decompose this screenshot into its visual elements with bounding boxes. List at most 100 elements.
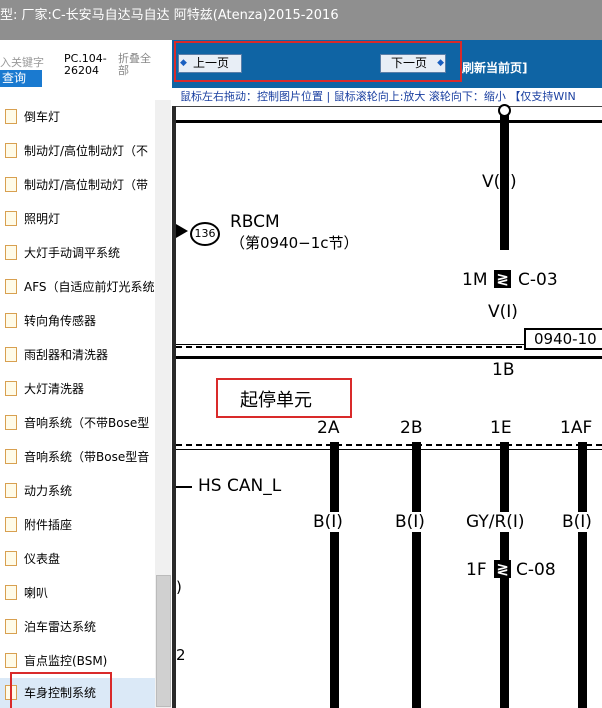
- label-1e: 1E: [490, 418, 512, 438]
- wire-1af: [578, 442, 587, 708]
- tree-item-label: 附件插座: [24, 518, 73, 532]
- label-unit: 起停单元: [240, 390, 312, 411]
- tree-item-label: 喇叭: [24, 586, 49, 600]
- sidebar-scrollbar[interactable]: [155, 100, 171, 708]
- selection-highlight-frame: [10, 672, 112, 708]
- tree-item-wiper-washer[interactable]: 雨刮器和清洗器: [0, 340, 155, 370]
- label-c08: C-08: [516, 560, 556, 580]
- next-page-label: 下一页: [391, 56, 428, 70]
- arrow-right-icon: ◆: [437, 58, 444, 68]
- tree-item-horn[interactable]: 喇叭: [0, 578, 155, 608]
- next-page-button[interactable]: 下一页 ◆: [380, 54, 446, 73]
- tree-item-afs[interactable]: AFS（自适应前灯光系统: [0, 272, 155, 302]
- prev-page-label: 上一页: [193, 56, 230, 70]
- tree-item-headlight-washer[interactable]: 大灯清洗器: [0, 374, 155, 404]
- diagram-left-edge: [172, 106, 176, 708]
- tree-item-lighting[interactable]: 照明灯: [0, 204, 155, 234]
- dashed-line-upper: [176, 344, 602, 345]
- wiring-diagram[interactable]: V(F) 136 RBCM （第0940−1c节） 1M ≷ C-03 V(I)…: [176, 104, 602, 708]
- dashed-line-upper-2: [176, 346, 602, 348]
- label-2a: 2A: [317, 418, 340, 438]
- document-icon: [5, 415, 17, 430]
- tree-item-audio-no-bose[interactable]: 音响系统（不带Bose型: [0, 408, 155, 438]
- label-wire-b3: B(I): [562, 512, 592, 532]
- connector-136-icon: 136: [190, 222, 220, 246]
- label-vf: V(F): [482, 172, 517, 192]
- tree-item-label: 雨刮器和清洗器: [24, 348, 109, 362]
- tree-item-label: 大灯清洗器: [24, 382, 85, 396]
- tree-item-brake-light-1[interactable]: 制动灯/高位制动灯（不: [0, 136, 155, 166]
- tree-item-audio-bose[interactable]: 音响系统（带Bose型音: [0, 442, 155, 472]
- label-wire-b2: B(I): [395, 512, 425, 532]
- label-1m: 1M: [462, 270, 488, 290]
- tree-item-instrument-panel[interactable]: 仪表盘: [0, 544, 155, 574]
- wire-1b-upper: [500, 106, 509, 250]
- tree-item-powertrain[interactable]: 动力系统: [0, 476, 155, 506]
- wire-2a: [330, 442, 339, 708]
- collapse-all-button[interactable]: 折叠全部: [118, 52, 151, 77]
- arrow-left-icon: ◆: [180, 58, 187, 68]
- tree-item-headlight-leveling[interactable]: 大灯手动调平系统: [0, 238, 155, 268]
- search-button[interactable]: 查询: [0, 70, 42, 87]
- prev-page-button[interactable]: ◆ 上一页: [178, 54, 242, 73]
- document-icon: [5, 483, 17, 498]
- document-icon: [5, 211, 17, 226]
- can-wire-stub: [176, 486, 192, 488]
- document-icon: [5, 449, 17, 464]
- document-icon: [5, 381, 17, 396]
- label-2b: 2B: [400, 418, 423, 438]
- label-ref-box: 0940-10: [524, 328, 602, 350]
- search-input[interactable]: 入关键字: [0, 56, 44, 69]
- window-title: 型: 厂家:C-长安马自达马自达 阿特兹(Atenza)2015-2016: [0, 8, 339, 23]
- label-wire-gyr: GY/R(I): [466, 512, 525, 532]
- scrollbar-thumb[interactable]: [156, 575, 171, 707]
- tree-item-brake-light-2[interactable]: 制动灯/高位制动灯（带: [0, 170, 155, 200]
- label-c03: C-03: [518, 270, 558, 290]
- unit-top-line: [176, 356, 602, 359]
- usage-hint: 鼠标左右拖动：控制图片位置 | 鼠标滚轮向上:放大 滚轮向下：缩小 【仅支持WI…: [172, 88, 602, 107]
- document-icon: [5, 347, 17, 362]
- tree-item-bsm[interactable]: 盲点监控(BSM): [0, 646, 155, 676]
- connector-c03-icon: ≷: [494, 270, 511, 288]
- label-1af: 1AF: [560, 418, 593, 438]
- document-icon: [5, 619, 17, 634]
- tree-item-label: 转向角传感器: [24, 314, 97, 328]
- wire-2b: [412, 442, 421, 708]
- tree-item-label: 制动灯/高位制动灯（带: [24, 178, 149, 192]
- tree-item-reverse-light[interactable]: 倒车灯: [0, 102, 155, 132]
- unit-highlight-frame: [216, 378, 352, 418]
- label-wire-b1: B(I): [313, 512, 343, 532]
- tree-item-accessory-socket[interactable]: 附件插座: [0, 510, 155, 540]
- document-icon: [5, 313, 17, 328]
- tree-item-label: 车身控制系统: [24, 686, 97, 700]
- tree-item-parking-radar[interactable]: 泊车雷达系统: [0, 612, 155, 642]
- arrow-right-icon: [176, 224, 188, 238]
- dashed-line-lower-2: [176, 449, 602, 450]
- tree-item-label: 制动灯/高位制动灯（不: [24, 144, 149, 158]
- viewer-toolbar: ◆ 上一页 下一页 ◆ 刷新当前页]: [172, 40, 602, 88]
- document-icon: [5, 177, 17, 192]
- document-icon: [5, 517, 17, 532]
- splice-point-icon: [498, 104, 511, 117]
- document-icon: [5, 143, 17, 158]
- label-rbcm: RBCM: [230, 212, 280, 232]
- label-rbcm-ref: （第0940−1c节）: [230, 234, 359, 252]
- label-hs-can: HS CAN_L: [198, 476, 282, 496]
- sidebar: 入关键字 查询 PC.104-26204 折叠全部 倒车灯 制动灯/高位制动灯（…: [0, 40, 173, 708]
- connector-c08-icon: ≷: [494, 560, 511, 578]
- tree-item-label: 音响系统（不带Bose型: [24, 416, 150, 430]
- label-frag-paren: ): [176, 578, 182, 596]
- pc-code-label: PC.104-26204: [64, 52, 107, 77]
- tree-item-label: 音响系统（带Bose型音: [24, 450, 150, 464]
- diagram-viewer: ◆ 上一页 下一页 ◆ 刷新当前页] 鼠标左右拖动：控制图片位置 | 鼠标滚轮向…: [172, 40, 602, 708]
- document-icon: [5, 585, 17, 600]
- refresh-page-link[interactable]: 刷新当前页]: [462, 61, 528, 75]
- tree-item-body-control[interactable]: 车身控制系统: [0, 678, 155, 708]
- window-titlebar: 型: 厂家:C-长安马自达马自达 阿特兹(Atenza)2015-2016: [0, 0, 602, 40]
- tree-item-steering-sensor[interactable]: 转向角传感器: [0, 306, 155, 336]
- diagram-top-line: [176, 120, 602, 123]
- dashed-line-lower: [176, 444, 602, 446]
- tree-item-label: 泊车雷达系统: [24, 620, 97, 634]
- label-1f: 1F: [466, 560, 487, 580]
- tree-item-label: 仪表盘: [24, 552, 61, 566]
